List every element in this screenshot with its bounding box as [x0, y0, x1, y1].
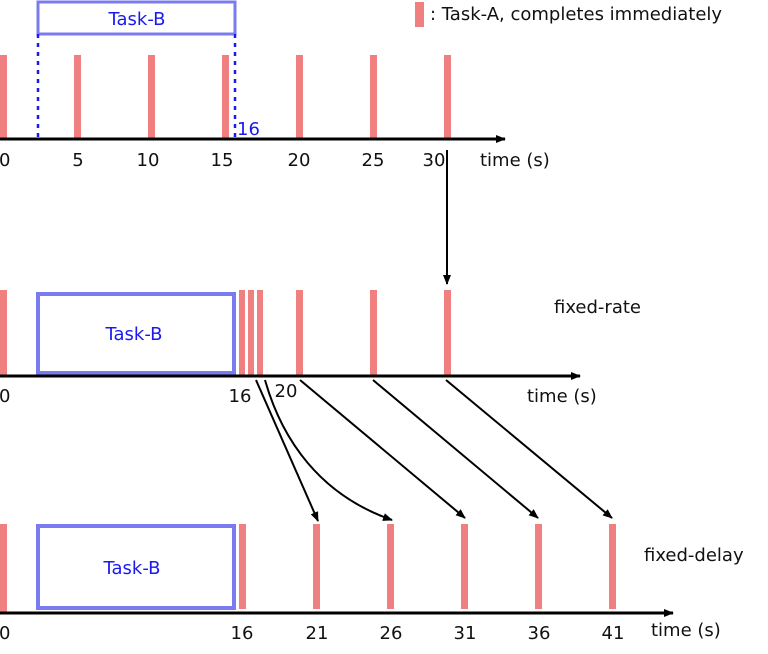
- task-a-bar: [370, 55, 377, 138]
- legend-task-a-swatch: [415, 2, 424, 27]
- mapping-arrows: [255, 379, 613, 522]
- task-a-bar: [535, 524, 542, 609]
- task-a-bar: [370, 290, 377, 375]
- mapping-arrow: [255, 379, 319, 522]
- tick-label: 20: [288, 150, 311, 171]
- task-a-bar: [239, 524, 246, 609]
- row-fixed-rate: fixed-rate Task-B time (s) 0 16 20: [0, 290, 641, 407]
- task-a-bar: [0, 290, 7, 375]
- tick-label: 16: [229, 386, 252, 407]
- tick-label: 21: [306, 623, 329, 644]
- task-b-bracket-box: [36, 0, 237, 36]
- task-a-bar: [0, 524, 7, 612]
- task-a-bar: [444, 55, 451, 138]
- axis-label-top: time (s): [480, 150, 550, 171]
- tick-label: 26: [380, 623, 403, 644]
- mapping-arrow: [445, 379, 613, 519]
- axis-label-fixed-rate: time (s): [527, 386, 597, 407]
- task-a-bar: [444, 290, 451, 375]
- task-a-bar: [222, 55, 229, 138]
- axis-label-fixed-delay: time (s): [651, 620, 721, 641]
- tick-label: 5: [72, 150, 83, 171]
- legend-text: : Task-A, completes immediately: [430, 4, 722, 25]
- task-a-bar: [296, 290, 303, 375]
- tick-label: 31: [454, 623, 477, 644]
- task-a-bar: [0, 55, 7, 138]
- task-a-bar: [257, 290, 263, 375]
- task-a-bar: [313, 524, 320, 609]
- tick-label: 0: [0, 150, 10, 171]
- tick-label: 15: [211, 150, 234, 171]
- tick-label: 20: [275, 381, 298, 402]
- tick-label: 30: [423, 150, 446, 171]
- task-b-end-label: 16: [237, 119, 260, 140]
- task-b-label-fixed-rate: Task-B: [104, 324, 162, 345]
- row-fixed-delay: fixed-delay Task-B time (s) 0 16 21 26 3…: [0, 524, 744, 644]
- task-b-label-fixed-delay: Task-B: [102, 558, 160, 579]
- mapping-arrow: [372, 379, 539, 519]
- task-a-bar: [461, 524, 468, 609]
- task-b-box: [36, 292, 236, 375]
- tick-label: 36: [528, 623, 551, 644]
- tick-label: 41: [602, 623, 625, 644]
- task-a-bar: [387, 524, 394, 609]
- task-b-label-top: Task-B: [107, 9, 165, 30]
- task-a-bar: [248, 290, 254, 375]
- task-a-bar: [296, 55, 303, 138]
- task-a-bar: [239, 290, 245, 375]
- task-b-box: [36, 524, 236, 610]
- tick-label: 0: [0, 623, 10, 644]
- tick-label: 10: [137, 150, 160, 171]
- tick-label: 25: [362, 150, 385, 171]
- task-a-bar: [609, 524, 616, 609]
- tick-label: 0: [0, 386, 10, 407]
- task-a-bar: [74, 55, 81, 138]
- task-a-bar: [148, 55, 155, 138]
- mode-label-fixed-rate: fixed-rate: [554, 297, 641, 318]
- row-top: Task-B 16 time (s) 0 5 10 15 20 25 30: [0, 0, 550, 171]
- tick-label: 16: [231, 623, 254, 644]
- mapping-arrow: [299, 379, 466, 519]
- mapping-arrow: [264, 379, 393, 521]
- mode-label-fixed-delay: fixed-delay: [644, 545, 744, 566]
